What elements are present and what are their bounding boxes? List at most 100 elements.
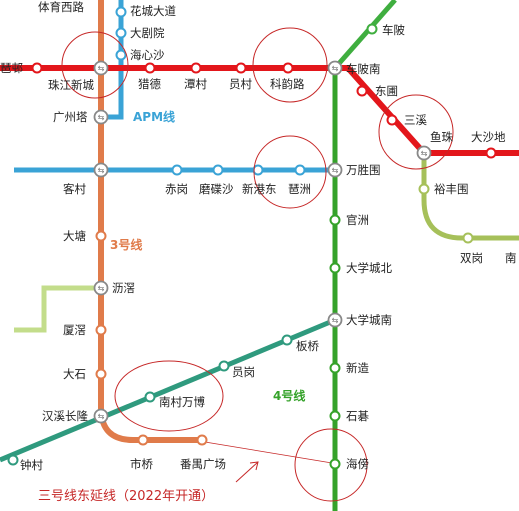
station-dot[interactable]	[218, 360, 230, 372]
line-3	[98, 0, 202, 443]
interchange-markers	[93, 60, 432, 424]
highlight-circle-pazhou	[253, 135, 327, 209]
station-dot[interactable]	[329, 362, 341, 374]
station-dot[interactable]	[95, 368, 107, 380]
label-yufengwei: 裕丰围	[434, 182, 469, 196]
label-hanxi-changlong: 汉溪长隆	[42, 409, 88, 423]
station-dot[interactable]	[252, 164, 264, 176]
line-apm	[104, 0, 124, 120]
station-dot[interactable]	[329, 458, 341, 470]
station-markers	[7, 6, 497, 470]
label-daxuecheng-nan: 大学城南	[346, 313, 392, 327]
station-dot[interactable]	[144, 62, 156, 74]
label-banqiao: 板桥	[296, 339, 319, 353]
label-chepi-nan: 车陂南	[346, 62, 381, 76]
station-dot[interactable]	[212, 164, 224, 176]
station-dot[interactable]	[31, 62, 43, 74]
station-dot[interactable]	[329, 410, 341, 422]
interchange-glyphs: ⇆⇆⇆ ⇆⇆⇆ ⇆⇆⇆	[98, 64, 428, 421]
station-dot[interactable]	[329, 262, 341, 274]
station-dot[interactable]	[356, 85, 368, 97]
annotation-arrow	[235, 461, 259, 483]
station-dot[interactable]	[294, 164, 306, 176]
annotation-arrow-head	[249, 461, 259, 471]
line-olive	[421, 153, 519, 241]
station-labels: 体育西路 花城大道 大剧院 海心沙 琶邨 珠江新城 猎德 潭村 员村 科韵路 车…	[0, 0, 517, 472]
line-red	[0, 65, 519, 156]
label-dongpu: 东圃	[375, 84, 398, 98]
interchange-icon[interactable]	[93, 408, 109, 424]
station-dot[interactable]	[115, 49, 127, 61]
station-dot[interactable]	[7, 454, 19, 466]
svg-text:⇆: ⇆	[332, 316, 339, 325]
highlight-circle-nancun	[114, 360, 224, 432]
station-dot[interactable]	[366, 23, 378, 35]
label-lijiao: 沥滘	[112, 281, 135, 295]
station-dot[interactable]	[115, 27, 127, 39]
label-dajuyuan: 大剧院	[130, 26, 165, 40]
label-shuanggang: 双岗	[460, 251, 483, 265]
station-dot[interactable]	[329, 214, 341, 226]
station-dot[interactable]	[137, 434, 149, 446]
svg-text:⇆: ⇆	[98, 284, 105, 293]
label-haibang: 海傍	[346, 457, 369, 471]
station-dot[interactable]	[281, 334, 293, 346]
station-dot[interactable]	[282, 62, 294, 74]
station-dot[interactable]	[196, 434, 208, 446]
station-dot[interactable]	[190, 62, 202, 74]
label-liede: 猎德	[138, 77, 161, 91]
label-kecun: 客村	[63, 182, 86, 196]
label-shibi: 石碁	[346, 409, 369, 423]
line-lightgreen	[14, 285, 100, 333]
svg-text:⇆: ⇆	[98, 166, 105, 175]
label-nancun-wanbo: 南村万博	[159, 395, 205, 409]
station-dot[interactable]	[95, 324, 107, 336]
svg-text:⇆: ⇆	[98, 412, 105, 421]
extension-note: 三号线东延线（2022年开通）	[38, 489, 214, 504]
label-tancun: 潭村	[184, 77, 207, 91]
station-dot[interactable]	[171, 164, 183, 176]
svg-text:⇆: ⇆	[98, 113, 105, 122]
highlight-circle-yuzhu	[378, 94, 454, 170]
interchange-icon[interactable]	[327, 60, 343, 76]
label-panyu-guangchang: 番禺广场	[180, 457, 226, 471]
svg-text:⇆: ⇆	[332, 166, 339, 175]
interchange-icon[interactable]	[416, 145, 432, 161]
highlight-circles	[61, 27, 454, 502]
label-pazhou: 琶洲	[288, 182, 311, 196]
interchange-icon[interactable]	[93, 162, 109, 178]
line-teal	[0, 317, 336, 463]
station-dot[interactable]	[418, 183, 430, 195]
highlight-circle-keyunlu	[252, 27, 328, 103]
interchange-icon[interactable]	[327, 312, 343, 328]
label-keyunlu: 科韵路	[270, 77, 305, 91]
svg-text:⇆: ⇆	[332, 64, 339, 73]
interchange-icon[interactable]	[93, 60, 109, 76]
label-xinzao: 新造	[346, 361, 369, 375]
line-4-upper	[333, 0, 397, 70]
label-xiajiao: 厦滘	[63, 323, 86, 337]
station-dot[interactable]	[95, 230, 107, 242]
station-dot[interactable]	[485, 147, 497, 159]
line-name-apm: APM线	[133, 109, 175, 124]
interchange-icon[interactable]	[93, 280, 109, 296]
station-dot[interactable]	[462, 232, 474, 244]
station-dot[interactable]	[144, 391, 156, 403]
label-zhongcun: 钟村	[20, 458, 43, 472]
label-guangzhouta: 广州塔	[53, 110, 88, 124]
label-nan: 南	[505, 251, 517, 265]
leader-line	[204, 441, 333, 464]
station-dot[interactable]	[115, 6, 127, 18]
label-yuancun: 员村	[229, 77, 252, 91]
station-dot[interactable]	[235, 62, 247, 74]
label-huacheng: 花城大道	[130, 4, 176, 18]
label-modiesha: 磨碟沙	[199, 182, 234, 196]
label-haixinsha: 海心沙	[130, 48, 165, 62]
interchange-icon[interactable]	[93, 109, 109, 125]
label-dashadi: 大沙地	[471, 130, 506, 144]
label-chepi: 车陂	[382, 23, 405, 37]
label-guanzhou: 官洲	[346, 213, 369, 227]
station-dot[interactable]	[386, 114, 398, 126]
interchange-icon[interactable]	[327, 162, 343, 178]
